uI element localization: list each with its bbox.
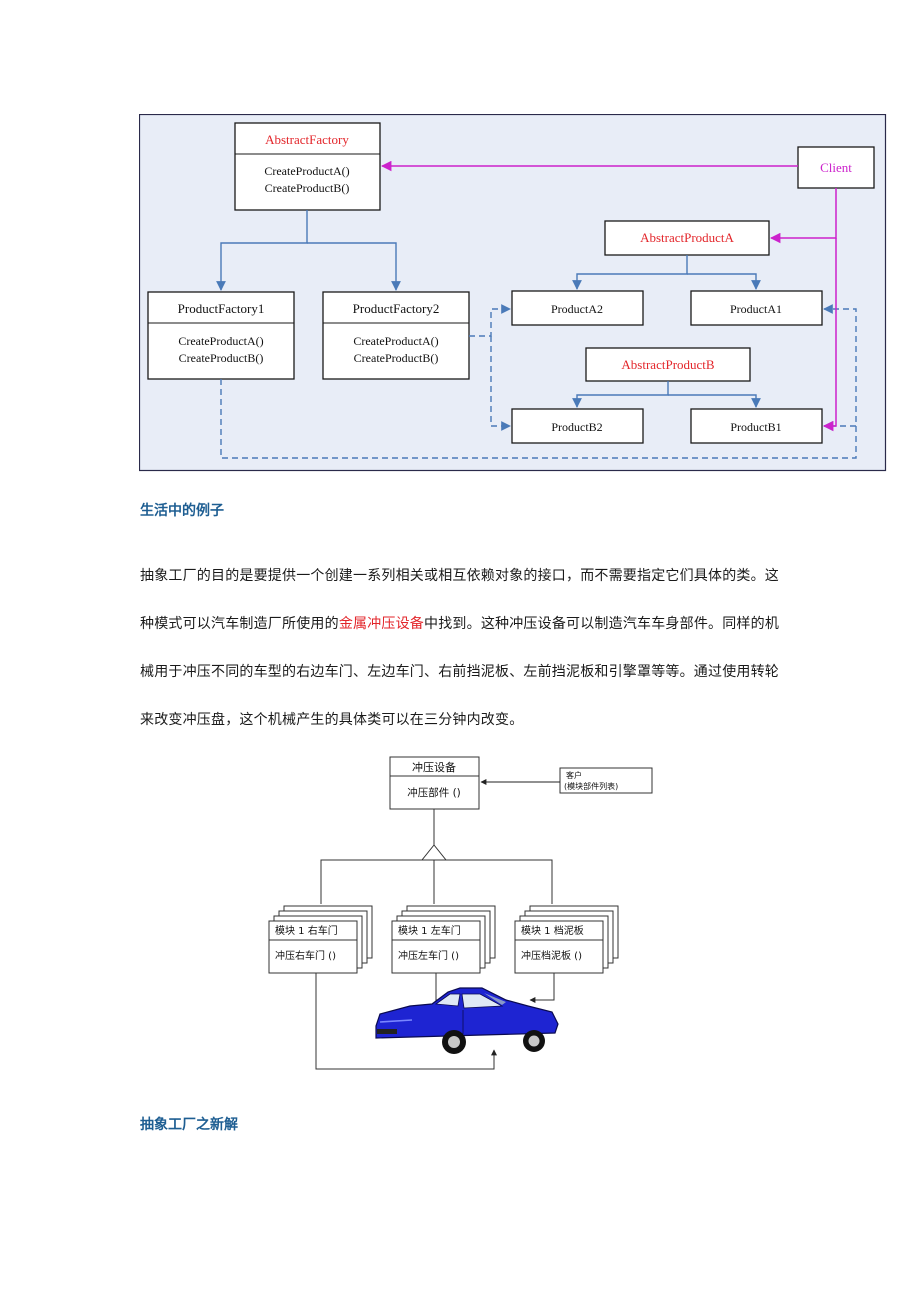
stamping-inheritance-tree <box>320 809 553 904</box>
stamping-client-box: 客户 (模块部件列表) <box>480 767 653 794</box>
class-name: ProductA1 <box>730 302 782 316</box>
example-paragraph: 抽象工厂的目的是要提供一个创建一系列相关或相互依赖对象的接口，而不需要指定它们具… <box>140 552 790 744</box>
product-a1-class: ProductA1 <box>690 290 823 326</box>
product-factory-2-class: ProductFactory2 CreateProductA() CreateP… <box>322 291 470 380</box>
creation-dependencies <box>220 304 857 459</box>
paragraph-text: 中找到。这种冲压设备可以制造汽车车身部件。同样的机械用于冲压不同的车型的右边车门… <box>140 616 780 728</box>
client-label: 客户 <box>566 770 582 780</box>
module-header: 模块 1 档泥板 <box>521 924 584 937</box>
class-name: ProductB2 <box>551 420 602 434</box>
inheritance-connectors <box>216 210 761 408</box>
module-right-door: 模块 1 右车门 冲压右车门 () <box>268 905 373 974</box>
client-associations <box>380 160 837 432</box>
highlighted-term: 金属冲压设备 <box>338 616 425 632</box>
module-method: 冲压右车门 () <box>275 949 336 962</box>
client-sublabel: (模块部件列表) <box>564 781 618 791</box>
class-name: Client <box>820 160 852 175</box>
paragraph-text: 抽象工厂的目的是要提供一个创建一系列相关或相互依赖对象的接口，而不需要指定它们具… <box>140 568 779 632</box>
module-method: 冲压左车门 () <box>398 949 459 962</box>
method: CreateProductB() <box>179 351 264 365</box>
method: CreateProductB() <box>265 181 350 195</box>
method: CreateProductA() <box>353 334 438 348</box>
method: 冲压部件 () <box>407 786 461 799</box>
class-name: ProductA2 <box>551 302 603 316</box>
module-left-door: 模块 1 左车门 冲压左车门 () <box>391 905 496 974</box>
section-heading-new-interpretation: 抽象工厂之新解 <box>140 1117 238 1133</box>
stamping-equipment-diagram: 冲压设备 冲压部件 () 客户 (模块部件列表) 模块 1 右车门 冲压右车门 … <box>268 756 653 1070</box>
method: CreateProductB() <box>354 351 439 365</box>
class-name: AbstractFactory <box>265 132 349 147</box>
abstract-product-b-class: AbstractProductB <box>585 347 751 382</box>
abstract-factory-class: AbstractFactory CreateProductA() CreateP… <box>234 122 381 211</box>
method: CreateProductA() <box>264 164 349 178</box>
class-name: ProductFactory2 <box>353 301 440 316</box>
class-name: ProductFactory1 <box>178 301 265 316</box>
module-header: 模块 1 右车门 <box>275 924 338 937</box>
module-fender: 模块 1 档泥板 冲压档泥板 () <box>514 905 619 974</box>
class-name: AbstractProductA <box>640 230 734 245</box>
product-b2-class: ProductB2 <box>511 408 644 444</box>
product-factory-1-class: ProductFactory1 CreateProductA() CreateP… <box>147 291 295 380</box>
car-illustration <box>375 987 559 1054</box>
stamping-equipment-class: 冲压设备 冲压部件 () <box>389 756 480 810</box>
module-method: 冲压档泥板 () <box>521 949 582 962</box>
class-name: 冲压设备 <box>412 760 456 774</box>
abstract-factory-uml-diagram: AbstractFactory CreateProductA() CreateP… <box>139 114 887 472</box>
class-name: AbstractProductB <box>621 357 714 372</box>
product-b1-class: ProductB1 <box>690 408 823 444</box>
class-name: ProductB1 <box>730 420 781 434</box>
abstract-product-a-class: AbstractProductA <box>604 220 770 256</box>
method: CreateProductA() <box>178 334 263 348</box>
client-class: Client <box>797 146 875 189</box>
product-a2-class: ProductA2 <box>511 290 644 326</box>
module-header: 模块 1 左车门 <box>398 924 461 937</box>
section-heading-example: 生活中的例子 <box>140 503 224 519</box>
